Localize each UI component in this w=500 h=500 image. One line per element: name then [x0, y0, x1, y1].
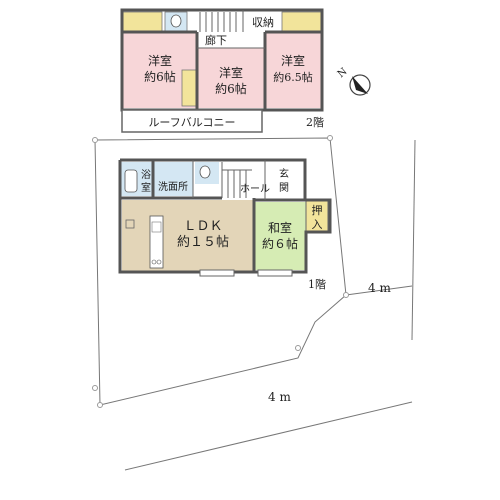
floor-2: 洋室 約6帖 洋室 約6帖 洋室 約6.5帖 廊下 収納 ルーフバルコニー 2階: [120, 8, 324, 133]
road-width-east: 4 m: [368, 281, 391, 295]
closet-2f-2: [281, 11, 322, 32]
bath-label-2: 室: [141, 181, 151, 194]
washroom-fill: [153, 162, 193, 196]
north-arrow-icon: [352, 76, 368, 94]
washitsu-name: 和室: [268, 220, 292, 235]
hall-1f-label: ホール: [240, 183, 270, 195]
balcony-label: ルーフバルコニー: [148, 116, 235, 129]
roof-balcony: [121, 109, 263, 133]
washitsu-size: 約６帖: [262, 236, 298, 251]
bath-label-1: 浴: [141, 169, 151, 181]
room-2f-east-name: 洋室: [281, 53, 305, 68]
washroom-label: 洗面所: [158, 181, 188, 193]
ldk-size: 約１５帖: [177, 235, 229, 250]
compass-label: N: [336, 66, 350, 80]
stairs-1f: [221, 162, 252, 198]
compass: N: [336, 66, 371, 96]
room-2f-east-size: 約6.5帖: [273, 70, 313, 84]
room-2f-west-name: 洋室: [148, 53, 172, 68]
room-2f-west-size: 約6帖: [144, 69, 176, 84]
room-2f-center-size: 約6帖: [215, 81, 247, 96]
room-2f-center-name: 洋室: [219, 65, 243, 80]
hall-2f-label: 廊下: [205, 33, 227, 47]
entrance-label-1: 玄: [279, 167, 289, 180]
washitsu-fill: [254, 202, 306, 270]
ldk-name: ＬＤＫ: [183, 219, 222, 234]
oshiire-label-1: 押: [312, 203, 323, 217]
closet-2f-1: [122, 11, 163, 32]
stairs-2f: [199, 12, 237, 32]
oshiire-label-2: 入: [312, 218, 323, 231]
floor-2-label: 2階: [306, 115, 324, 129]
storage-2f-label: 収納: [252, 16, 274, 29]
site-boundary: [92, 135, 416, 471]
ldk-fill: [122, 200, 254, 272]
floor-1: ＬＤＫ 約１５帖 和室 約６帖 押 入 浴 室 洗面所 ホール 玄 関 1階: [118, 158, 332, 291]
floor-1-label: 1階: [308, 277, 326, 291]
road-width-south: 4 m: [268, 390, 291, 404]
room-2f-center-fill: [197, 48, 265, 108]
entrance-label-2: 関: [279, 182, 289, 194]
room-2f-east-fill: [265, 33, 321, 108]
